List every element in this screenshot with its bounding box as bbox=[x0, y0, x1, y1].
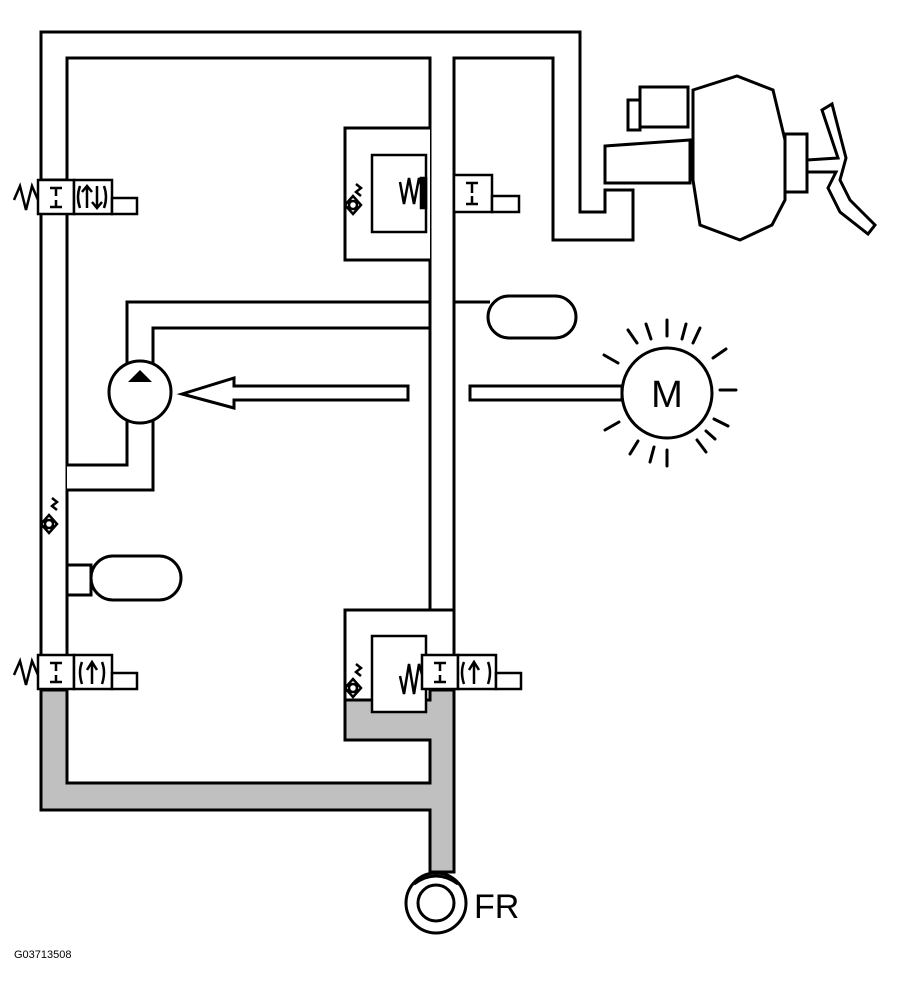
active-pressure-lines bbox=[39, 688, 456, 874]
outer-supply-line bbox=[39, 30, 635, 612]
spring-icon bbox=[12, 657, 40, 686]
motor-activity-rays bbox=[602, 318, 738, 468]
brake-booster bbox=[691, 74, 787, 242]
flow-arrows-icon bbox=[76, 184, 108, 210]
spring-icon bbox=[12, 182, 40, 211]
flow-arrow-icon bbox=[78, 659, 106, 685]
left-outer-line bbox=[39, 178, 69, 662]
accumulator-upper bbox=[486, 294, 578, 340]
accumulator-lower bbox=[89, 554, 183, 602]
motor: M bbox=[602, 318, 738, 468]
right-vertical-line bbox=[452, 58, 490, 655]
pump-return-line bbox=[65, 210, 432, 597]
pressure-valve-lower bbox=[343, 634, 523, 714]
check-valve-icon bbox=[343, 183, 364, 216]
motor-label: M bbox=[651, 374, 683, 416]
solenoid-valve-upper-left bbox=[12, 178, 139, 216]
figure-id: G03713508 bbox=[14, 949, 72, 961]
wheel-brake-fr: FR bbox=[404, 871, 519, 935]
spring-icon bbox=[398, 663, 425, 695]
reservoir bbox=[638, 85, 690, 129]
pressure-valve-upper bbox=[343, 153, 521, 234]
solenoid-valve-lower-left bbox=[12, 653, 139, 691]
booster-rod bbox=[783, 132, 809, 194]
brake-pedal bbox=[805, 101, 877, 237]
brake-master-cylinder bbox=[603, 74, 877, 242]
flow-arrow-icon bbox=[460, 659, 492, 685]
check-valve-left bbox=[39, 497, 60, 535]
pump-direction-icon bbox=[128, 370, 152, 382]
pump bbox=[107, 359, 173, 425]
check-valve-icon bbox=[343, 663, 364, 699]
wheel-label: FR bbox=[474, 888, 519, 926]
drive-arrow bbox=[176, 375, 410, 410]
motor-shaft bbox=[468, 384, 624, 402]
